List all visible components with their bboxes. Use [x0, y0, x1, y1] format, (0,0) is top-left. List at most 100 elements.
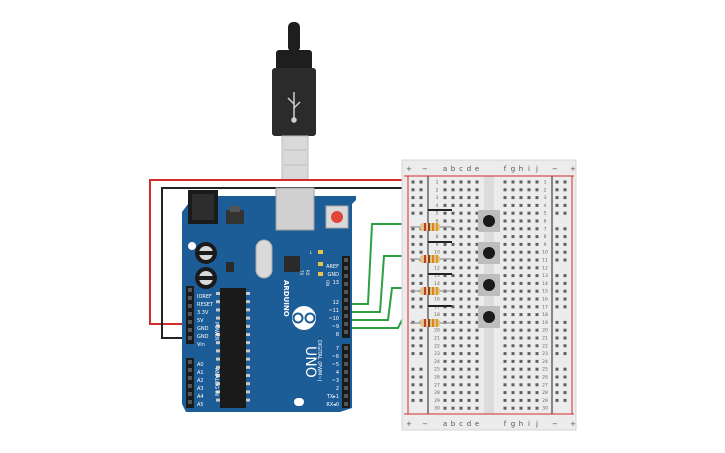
rail-hole[interactable]	[411, 383, 415, 387]
breadboard-hole[interactable]	[511, 336, 515, 340]
breadboard-hole[interactable]	[475, 367, 479, 371]
breadboard-hole[interactable]	[503, 266, 507, 270]
breadboard-hole[interactable]	[467, 320, 471, 324]
breadboard-hole[interactable]	[535, 359, 539, 363]
rail-hole[interactable]	[411, 367, 415, 371]
breadboard-hole[interactable]	[475, 375, 479, 379]
rail-hole[interactable]	[419, 328, 423, 332]
breadboard-hole[interactable]	[519, 196, 523, 200]
breadboard-hole[interactable]	[527, 344, 531, 348]
breadboard-hole[interactable]	[451, 305, 455, 309]
pushbutton[interactable]	[478, 274, 500, 296]
breadboard-hole[interactable]	[459, 203, 463, 207]
breadboard-hole[interactable]	[519, 203, 523, 207]
breadboard-hole[interactable]	[475, 320, 479, 324]
pushbutton[interactable]	[478, 306, 500, 328]
rail-hole[interactable]	[555, 344, 559, 348]
breadboard-hole[interactable]	[535, 258, 539, 262]
breadboard-hole[interactable]	[459, 227, 463, 231]
rail-hole[interactable]	[419, 336, 423, 340]
breadboard-hole[interactable]	[527, 196, 531, 200]
header-hole[interactable]	[344, 314, 348, 318]
breadboard-hole[interactable]	[459, 375, 463, 379]
breadboard-hole[interactable]	[535, 180, 539, 184]
header-hole[interactable]	[344, 274, 348, 278]
breadboard-hole[interactable]	[475, 328, 479, 332]
pushbutton[interactable]	[478, 242, 500, 264]
breadboard-hole[interactable]	[451, 203, 455, 207]
breadboard-hole[interactable]	[535, 211, 539, 215]
breadboard-hole[interactable]	[511, 297, 515, 301]
header-hole[interactable]	[188, 336, 192, 340]
breadboard-hole[interactable]	[459, 344, 463, 348]
breadboard-hole[interactable]	[535, 328, 539, 332]
breadboard-hole[interactable]	[459, 313, 463, 317]
breadboard-hole[interactable]	[475, 398, 479, 402]
breadboard-hole[interactable]	[459, 297, 463, 301]
breadboard-hole[interactable]	[467, 367, 471, 371]
breadboard-hole[interactable]	[503, 274, 507, 278]
breadboard-hole[interactable]	[459, 320, 463, 324]
breadboard-hole[interactable]	[475, 211, 479, 215]
breadboard-hole[interactable]	[511, 242, 515, 246]
breadboard-hole[interactable]	[451, 242, 455, 246]
breadboard-hole[interactable]	[451, 274, 455, 278]
breadboard-hole[interactable]	[535, 274, 539, 278]
breadboard-hole[interactable]	[443, 258, 447, 262]
breadboard-hole[interactable]	[475, 352, 479, 356]
breadboard-hole[interactable]	[443, 180, 447, 184]
breadboard-hole[interactable]	[519, 250, 523, 254]
rail-hole[interactable]	[555, 196, 559, 200]
breadboard-hole[interactable]	[503, 344, 507, 348]
breadboard-hole[interactable]	[467, 203, 471, 207]
breadboard-hole[interactable]	[535, 289, 539, 293]
breadboard-hole[interactable]	[527, 297, 531, 301]
header-hole[interactable]	[188, 400, 192, 404]
rail-hole[interactable]	[555, 398, 559, 402]
header-hole[interactable]	[344, 258, 348, 262]
breadboard-hole[interactable]	[511, 320, 515, 324]
breadboard-hole[interactable]	[443, 375, 447, 379]
breadboard-hole[interactable]	[475, 242, 479, 246]
breadboard-hole[interactable]	[475, 227, 479, 231]
breadboard-hole[interactable]	[535, 196, 539, 200]
rail-hole[interactable]	[419, 352, 423, 356]
header-hole[interactable]	[188, 320, 192, 324]
breadboard-hole[interactable]	[527, 235, 531, 239]
breadboard-hole[interactable]	[527, 281, 531, 285]
breadboard-hole[interactable]	[511, 180, 515, 184]
breadboard-hole[interactable]	[467, 336, 471, 340]
breadboard-hole[interactable]	[503, 406, 507, 410]
rail-hole[interactable]	[419, 196, 423, 200]
breadboard-hole[interactable]	[467, 313, 471, 317]
breadboard-hole[interactable]	[535, 297, 539, 301]
breadboard-hole[interactable]	[475, 258, 479, 262]
breadboard-hole[interactable]	[475, 250, 479, 254]
breadboard-hole[interactable]	[503, 235, 507, 239]
breadboard-hole[interactable]	[443, 383, 447, 387]
breadboard-hole[interactable]	[475, 305, 479, 309]
breadboard-hole[interactable]	[467, 289, 471, 293]
breadboard-hole[interactable]	[459, 359, 463, 363]
breadboard-hole[interactable]	[467, 250, 471, 254]
rail-hole[interactable]	[411, 375, 415, 379]
breadboard-hole[interactable]	[467, 297, 471, 301]
breadboard-hole[interactable]	[475, 266, 479, 270]
breadboard-hole[interactable]	[459, 391, 463, 395]
breadboard-hole[interactable]	[519, 398, 523, 402]
breadboard-hole[interactable]	[467, 375, 471, 379]
breadboard-hole[interactable]	[459, 336, 463, 340]
rail-hole[interactable]	[563, 203, 567, 207]
rail-hole[interactable]	[411, 281, 415, 285]
header-hole[interactable]	[344, 402, 348, 406]
breadboard-hole[interactable]	[527, 305, 531, 309]
breadboard-hole[interactable]	[459, 250, 463, 254]
rail-hole[interactable]	[563, 188, 567, 192]
rail-hole[interactable]	[411, 336, 415, 340]
pushbutton[interactable]	[478, 210, 500, 232]
header-hole[interactable]	[188, 296, 192, 300]
breadboard-hole[interactable]	[519, 281, 523, 285]
breadboard-hole[interactable]	[467, 281, 471, 285]
breadboard-hole[interactable]	[475, 383, 479, 387]
breadboard-hole[interactable]	[519, 313, 523, 317]
